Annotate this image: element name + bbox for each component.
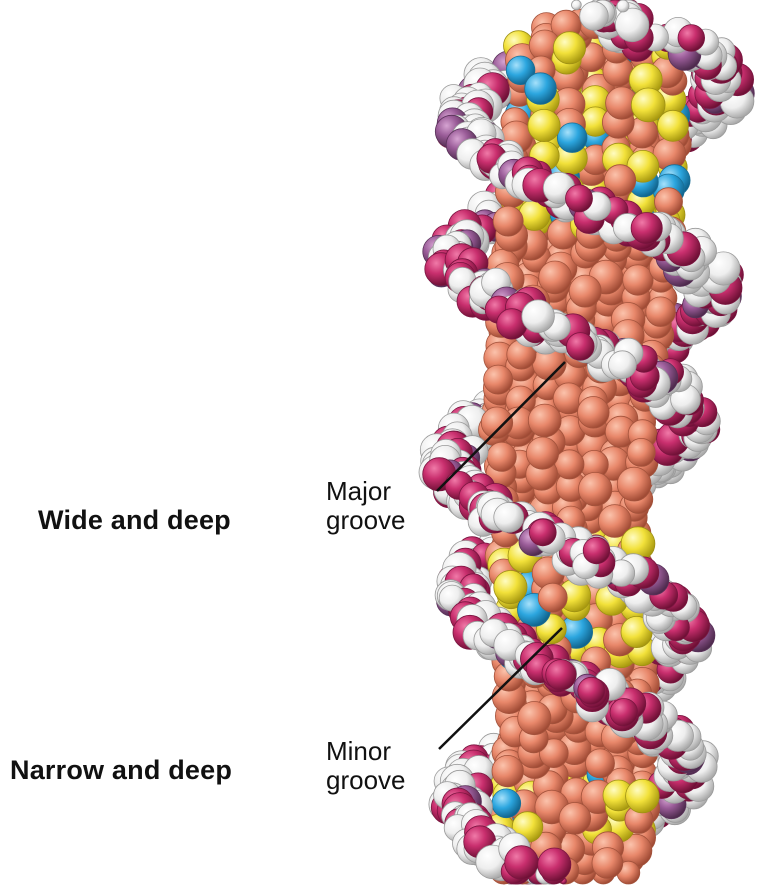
yellow-atom-sphere	[631, 88, 665, 122]
salmon-atom-sphere	[617, 467, 651, 501]
pink-atom-sphere	[529, 519, 556, 546]
yellow-atom-sphere	[528, 109, 560, 141]
yellow-atom-sphere	[494, 571, 527, 604]
yellow-atom-sphere	[553, 32, 585, 64]
salmon-atom-sphere	[487, 442, 516, 471]
salmon-atom-sphere	[569, 275, 601, 307]
salmon-atom-sphere	[481, 407, 512, 438]
white-atom-sphere	[494, 503, 524, 533]
pink-atom-sphere	[578, 677, 605, 704]
minor-groove-label: Minor groove	[326, 737, 406, 795]
pink-atom-sphere	[538, 848, 571, 881]
salmon-atom-sphere	[526, 437, 558, 469]
white-atom-sphere	[572, 0, 582, 10]
major-groove-description: Wide and deep	[38, 505, 231, 536]
white-atom-sphere	[580, 2, 609, 31]
minor-groove-description: Narrow and deep	[10, 755, 232, 786]
salmon-atom-sphere	[579, 472, 612, 505]
salmon-atom-sphere	[586, 749, 615, 778]
white-atom-sphere	[615, 8, 649, 42]
salmon-atom-sphere	[578, 397, 610, 429]
salmon-atom-sphere	[518, 702, 551, 735]
blue-atom-sphere	[525, 73, 557, 105]
blue-atom-sphere	[492, 789, 521, 818]
blue-atom-sphere	[557, 123, 587, 153]
pink-atom-sphere	[566, 185, 593, 212]
yellow-atom-sphere	[626, 779, 660, 813]
salmon-atom-sphere	[559, 803, 591, 835]
salmon-atom-sphere	[484, 365, 513, 394]
pink-atom-sphere	[678, 25, 705, 52]
pink-atom-sphere	[567, 333, 595, 361]
salmon-atom-sphere	[528, 404, 561, 437]
minor-groove-label-line2: groove	[326, 766, 406, 795]
pink-atom-sphere	[631, 213, 662, 244]
minor-groove-label-line1: Minor	[326, 737, 406, 766]
salmon-atom-sphere	[655, 188, 683, 216]
salmon-atom-sphere	[492, 755, 523, 786]
white-atom-sphere	[522, 300, 555, 333]
major-groove-label-line2: groove	[326, 506, 406, 535]
pink-atom-sphere	[546, 660, 576, 690]
salmon-atom-sphere	[538, 583, 567, 612]
salmon-atom-sphere	[555, 450, 584, 479]
salmon-atom-sphere	[592, 848, 623, 879]
major-groove-label-line1: Major	[326, 477, 406, 506]
salmon-atom-sphere	[627, 438, 655, 466]
white-atom-sphere	[617, 0, 629, 12]
pink-atom-sphere	[610, 699, 638, 727]
white-atom-sphere	[609, 351, 637, 379]
salmon-atom-sphere	[623, 265, 653, 295]
pink-atom-sphere	[505, 846, 539, 880]
salmon-atom-sphere	[646, 297, 676, 327]
pink-atom-sphere	[583, 537, 610, 564]
atom-spheres	[419, 0, 754, 884]
salmon-atom-sphere	[493, 206, 523, 236]
major-groove-label: Major groove	[326, 477, 406, 535]
